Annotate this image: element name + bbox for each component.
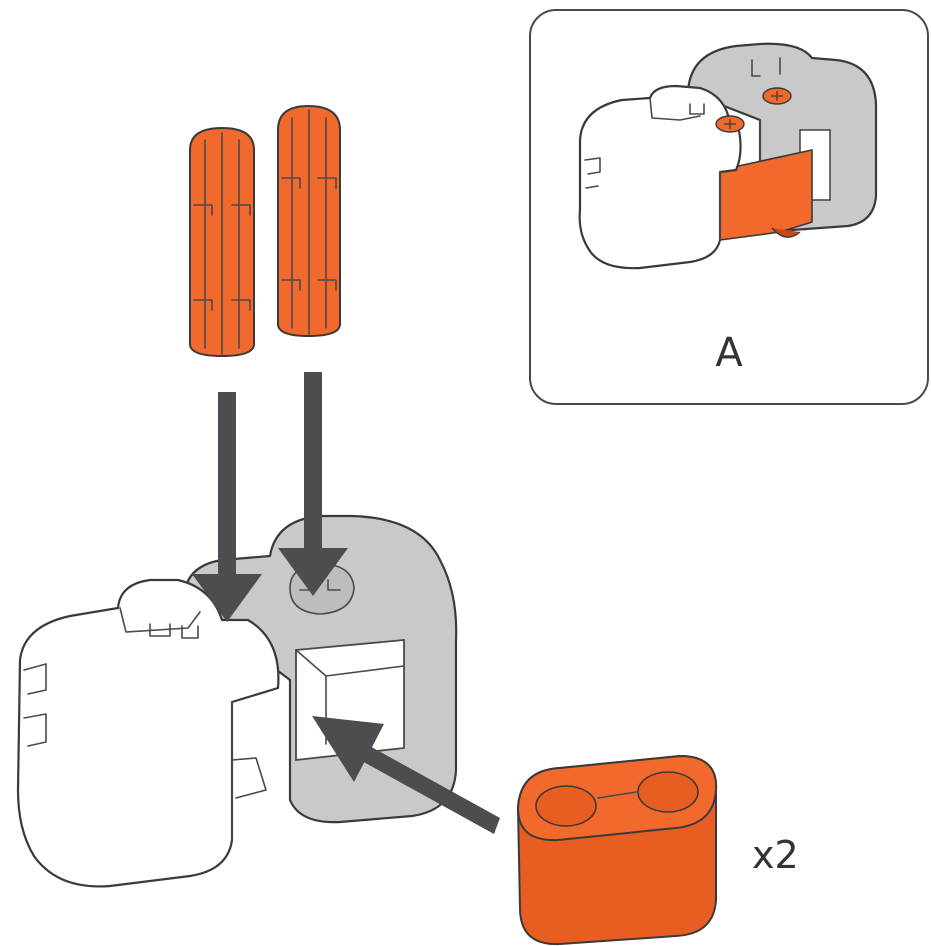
orange-connector bbox=[518, 756, 716, 944]
orange-pin-right bbox=[278, 106, 340, 336]
inset-panel: A bbox=[530, 10, 928, 404]
inset-white-block bbox=[580, 86, 741, 268]
insert-arrow-left-pin bbox=[192, 392, 262, 622]
white-cube-block bbox=[18, 580, 278, 886]
orange-pin-left bbox=[190, 128, 254, 356]
quantity-label: x2 bbox=[752, 833, 799, 877]
inset-label: A bbox=[715, 330, 743, 376]
